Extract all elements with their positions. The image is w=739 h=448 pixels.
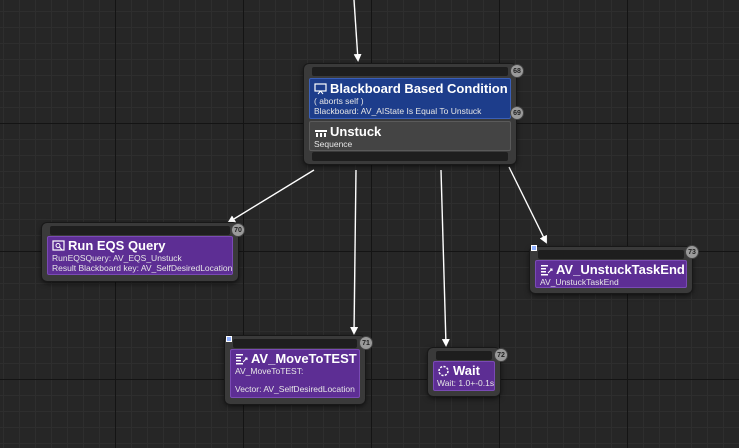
execution-index-badge: 68	[510, 64, 524, 78]
input-pin[interactable]	[312, 67, 508, 76]
task-body[interactable]: Run EQS Query RunEQSQuery: AV_EQS_Unstuc…	[47, 236, 233, 275]
sequence-icon	[314, 126, 327, 138]
wire-to-wait	[440, 169, 450, 347]
custom-task-icon	[540, 264, 553, 276]
execution-index-badge: 71	[359, 336, 373, 350]
eqs-query-icon	[52, 239, 65, 252]
execution-index-badge: 70	[231, 223, 245, 237]
input-pin[interactable]	[436, 351, 492, 360]
task-title: Wait	[453, 363, 480, 378]
sequence-title: Unstuck	[330, 124, 382, 139]
task-detail-result: Result Blackboard key: AV_SelfDesiredLoc…	[52, 263, 233, 273]
decorator-aborts: ( aborts self )	[314, 96, 364, 106]
breakpoint-flag-icon	[531, 245, 537, 251]
task-detail-query: RunEQSQuery: AV_EQS_Unstuck	[52, 253, 182, 263]
wait-icon	[437, 365, 449, 377]
execution-index-badge: 72	[494, 348, 508, 362]
wire-to-run-eqs	[227, 169, 315, 224]
sequence-node-unstuck[interactable]: Blackboard Based Condition ( aborts self…	[304, 64, 524, 164]
task-node-run-eqs[interactable]: Run EQS Query RunEQSQuery: AV_EQS_Unstuc…	[42, 223, 245, 281]
decorator-index-badge: 69	[510, 106, 524, 120]
task-title: AV_UnstuckTaskEnd	[556, 262, 685, 277]
output-pin[interactable]	[312, 152, 508, 161]
task-body[interactable]: AV_MoveToTEST AV_MoveToTEST: Vector: AV_…	[230, 349, 360, 398]
wire-to-unstuck-end	[508, 166, 547, 244]
input-pin[interactable]	[538, 250, 684, 259]
task-detail-name: AV_UnstuckTaskEnd	[540, 277, 619, 287]
blackboard-decorator-icon	[314, 82, 327, 95]
blackboard-decorator[interactable]: Blackboard Based Condition ( aborts self…	[309, 78, 511, 119]
move-task-icon	[235, 353, 248, 365]
task-title: Run EQS Query	[68, 238, 166, 253]
input-pin[interactable]	[50, 226, 230, 235]
task-node-unstuck-task-end[interactable]: AV_UnstuckTaskEnd AV_UnstuckTaskEnd 73	[530, 245, 699, 293]
task-detail-vector: Vector: AV_SelfDesiredLocation	[235, 384, 355, 394]
task-title: AV_MoveToTEST	[251, 351, 357, 366]
wire-to-move-to	[350, 169, 359, 335]
task-body[interactable]: AV_UnstuckTaskEnd AV_UnstuckTaskEnd	[535, 260, 687, 288]
execution-index-badge: 73	[685, 245, 699, 259]
sequence-composite[interactable]: Unstuck Sequence	[309, 121, 511, 151]
sequence-subtitle: Sequence	[314, 139, 353, 149]
task-node-move-to-test[interactable]: AV_MoveToTEST AV_MoveToTEST: Vector: AV_…	[225, 336, 373, 404]
task-detail-wait: Wait: 1.0+-0.1s	[437, 378, 495, 388]
input-pin[interactable]	[233, 339, 357, 348]
breakpoint-flag-icon	[226, 336, 232, 342]
task-detail-name: AV_MoveToTEST:	[235, 366, 304, 376]
decorator-detail: Blackboard: AV_AIState Is Equal To Unstu…	[314, 106, 482, 116]
wire-parent-to-blackboard	[353, 0, 362, 62]
decorator-title: Blackboard Based Condition	[330, 81, 508, 96]
task-body[interactable]: Wait Wait: 1.0+-0.1s	[433, 361, 495, 391]
task-node-wait[interactable]: Wait Wait: 1.0+-0.1s 72	[428, 348, 508, 396]
